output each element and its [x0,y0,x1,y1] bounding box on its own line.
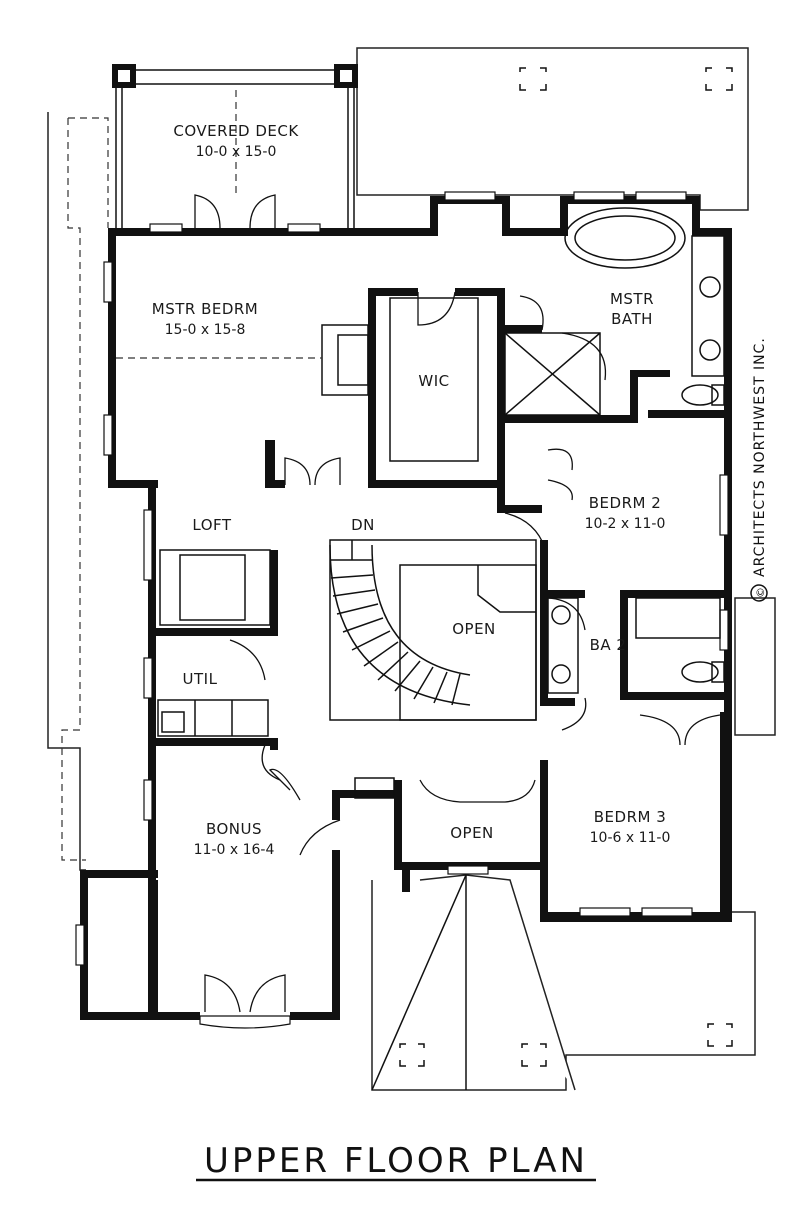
size-master-bedroom: 15-0 x 15-8 [165,322,246,338]
copyright-mark: © [754,586,767,598]
size-covered-deck: 10-0 x 15-0 [196,144,277,160]
curved-staircase [329,540,471,706]
door-swings [194,194,721,1013]
credit-text: ARCHITECTS NORTHWEST INC. [752,337,768,577]
label-covered-deck: COVERED DECK [173,122,299,140]
label-master-bath-line2: BATH [611,310,653,328]
fixtures [116,207,725,799]
label-bedroom-2: BEDRM 2 [589,494,662,512]
label-bath-2: BA 2 [590,636,627,654]
label-walk-in-closet: WIC [418,372,449,390]
plan-title: UPPER FLOOR PLAN [204,1141,588,1181]
label-bonus: BONUS [206,820,262,838]
covered-deck-structure [112,64,358,230]
label-bedroom-3: BEDRM 3 [594,808,667,826]
size-bonus: 11-0 x 16-4 [194,842,275,858]
label-master-bath-line1: MSTR [610,290,654,308]
label-open-stair: OPEN [452,620,496,638]
label-stair-down: DN [351,516,375,534]
label-master-bedroom: MSTR BEDRM [152,300,259,318]
size-bedroom-2: 10-2 x 11-0 [585,516,666,532]
room-labels: COVERED DECK 10-0 x 15-0 MSTR BEDRM 15-0… [152,122,671,858]
label-open-foyer: OPEN [450,824,494,842]
label-utility: UTIL [183,670,218,688]
label-loft: LOFT [192,516,231,534]
architect-credit: © ARCHITECTS NORTHWEST INC. [750,337,768,602]
roof-vent-marks [399,67,733,1067]
roof-outlines [47,47,776,1091]
size-bedroom-3: 10-6 x 11-0 [590,830,671,846]
